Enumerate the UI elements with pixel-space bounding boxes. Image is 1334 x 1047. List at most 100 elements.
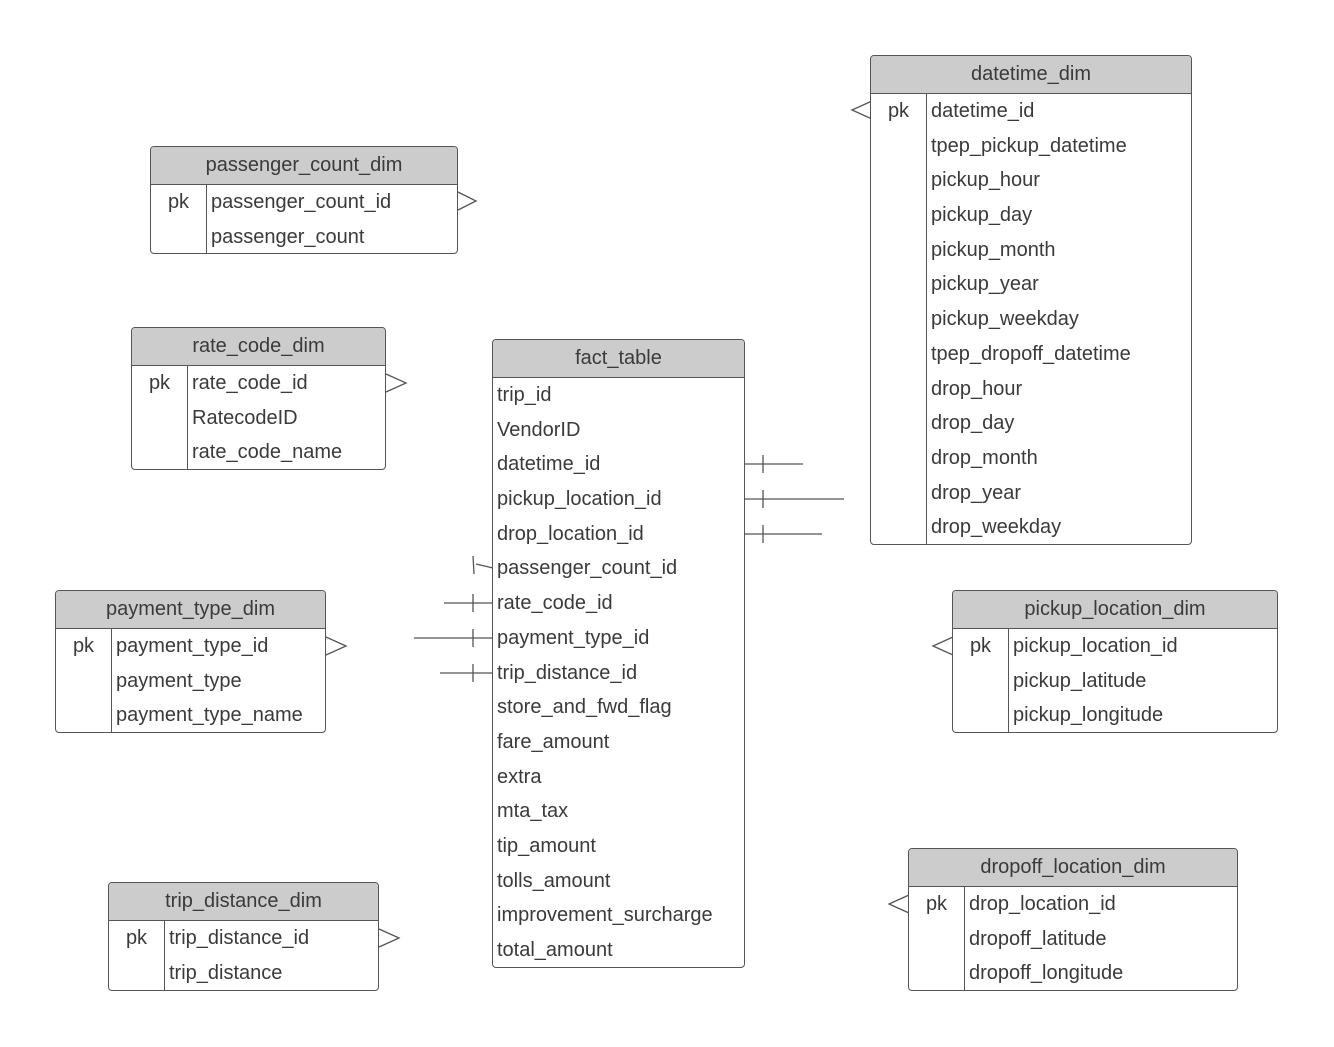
field-name: passenger_count_id	[497, 557, 678, 580]
entity-row[interactable]: rate_code_name	[132, 435, 385, 469]
field-name: pickup_hour	[931, 169, 1040, 192]
entity-row[interactable]: trip_distance	[109, 956, 378, 990]
crow-foot-many-marker	[887, 894, 910, 914]
field-name: drop_weekday	[931, 516, 1062, 539]
entity-row[interactable]: dropoff_latitude	[909, 922, 1237, 957]
entity-row[interactable]: pickup_hour	[871, 163, 1191, 198]
field-name: drop_location_id	[969, 893, 1116, 915]
entity-row[interactable]: tpep_pickup_datetime	[871, 129, 1191, 164]
entity-row[interactable]: pk drop_location_id	[909, 887, 1237, 922]
entity-row[interactable]: tpep_dropoff_datetime	[871, 337, 1191, 372]
entity-title: pickup_location_dim	[953, 591, 1277, 629]
entity-title: dropoff_location_dim	[909, 849, 1237, 887]
crow-foot-many-marker	[850, 100, 873, 120]
entity-row[interactable]: drop_hour	[871, 372, 1191, 407]
entity-row[interactable]: pickup_month	[871, 233, 1191, 268]
entity-row[interactable]: trip_distance_id	[493, 656, 744, 691]
crow-foot-many-marker	[931, 636, 954, 656]
entity-row[interactable]: pickup_longitude	[953, 698, 1277, 732]
field-name: pickup_latitude	[1013, 669, 1147, 692]
entity-row[interactable]: trip_id	[493, 378, 744, 413]
entity-row[interactable]: payment_type_name	[56, 698, 325, 732]
entity-row[interactable]: pk payment_type_id	[56, 629, 325, 664]
primary-key-marker: pk	[72, 635, 95, 657]
field-name: trip_distance	[169, 961, 283, 984]
entity-row[interactable]: tip_amount	[493, 829, 744, 864]
entity-row[interactable]: payment_type_id	[493, 621, 744, 656]
entity-row[interactable]: drop_year	[871, 476, 1191, 511]
primary-key-marker: pk	[925, 893, 948, 915]
field-name: pickup_year	[931, 273, 1039, 296]
entity-row[interactable]: tolls_amount	[493, 864, 744, 899]
entity-row[interactable]: improvement_surcharge	[493, 898, 744, 933]
entity-row[interactable]: pickup_day	[871, 198, 1191, 233]
crow-foot-many-marker	[385, 373, 408, 393]
entity-row[interactable]: pickup_weekday	[871, 302, 1191, 337]
primary-key-marker: pk	[148, 372, 171, 394]
entity-row[interactable]: passenger_count_id	[493, 551, 744, 586]
entity-row[interactable]: dropoff_longitude	[909, 956, 1237, 990]
entity-row[interactable]: store_and_fwd_flag	[493, 690, 744, 725]
field-name: pickup_day	[931, 204, 1033, 227]
entity-row[interactable]: mta_tax	[493, 794, 744, 829]
relationship-fact-trip-distance	[378, 664, 493, 948]
crow-foot-many-marker	[457, 191, 478, 211]
entity-row[interactable]: VendorID	[493, 413, 744, 448]
field-name: rate_code_id	[497, 592, 613, 615]
entity-title: rate_code_dim	[132, 328, 385, 366]
entity-row[interactable]: drop_month	[871, 441, 1191, 476]
entity-row[interactable]: passenger_count	[151, 220, 457, 253]
field-name: tip_amount	[497, 834, 596, 857]
entity-row[interactable]: pickup_location_id	[493, 482, 744, 517]
primary-key-marker: pk	[167, 191, 190, 213]
entity-row[interactable]: datetime_id	[493, 447, 744, 482]
field-name: drop_location_id	[497, 522, 644, 545]
field-name: dropoff_latitude	[969, 927, 1107, 950]
field-name: payment_type_id	[116, 635, 269, 657]
field-name: datetime_id	[497, 453, 601, 476]
primary-key-marker: pk	[887, 100, 910, 122]
field-name: VendorID	[497, 418, 581, 441]
field-name: trip_distance_id	[497, 661, 638, 684]
entity-row[interactable]: drop_day	[871, 406, 1191, 441]
one-marker	[472, 555, 475, 575]
primary-key-marker: pk	[125, 927, 148, 949]
field-name: payment_type_id	[497, 626, 650, 649]
entity-row[interactable]: pickup_latitude	[953, 664, 1277, 699]
entity-row[interactable]: rate_code_id	[493, 586, 744, 621]
entity-row[interactable]: pickup_year	[871, 267, 1191, 302]
entity-row[interactable]: extra	[493, 760, 744, 795]
entity-row[interactable]: pk passenger_count_id	[151, 185, 457, 220]
entity-row[interactable]: total_amount	[493, 933, 744, 967]
entity-row[interactable]: fare_amount	[493, 725, 744, 760]
entity-row[interactable]: drop_location_id	[493, 517, 744, 552]
entity-row[interactable]: payment_type	[56, 664, 325, 699]
entity-row[interactable]: RatecodeID	[132, 401, 385, 436]
field-name: trip_id	[497, 384, 552, 406]
connector-line	[475, 563, 494, 569]
field-name: fare_amount	[497, 730, 610, 753]
relationship-fact-passenger-count	[457, 191, 494, 575]
field-name: passenger_count_id	[211, 191, 392, 213]
field-name: rate_code_name	[192, 441, 343, 464]
field-name: drop_day	[931, 412, 1015, 435]
field-name: dropoff_longitude	[969, 962, 1124, 985]
field-name: pickup_location_id	[497, 488, 662, 511]
entity-row[interactable]: drop_weekday	[871, 510, 1191, 544]
